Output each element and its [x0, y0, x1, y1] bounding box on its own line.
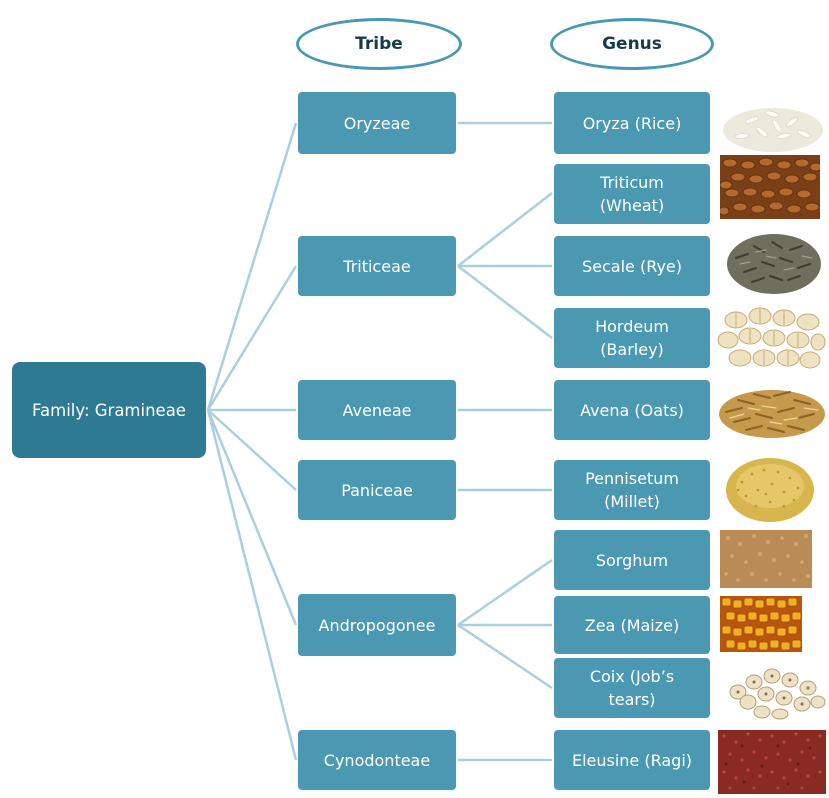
genus-header: Genus: [550, 18, 714, 70]
jobs-tears-grain-icon: [722, 658, 826, 720]
genus-header-label: Genus: [602, 34, 662, 54]
tribe-header-label: Tribe: [355, 34, 403, 54]
genus-node-coix: Coix (Job’s tears): [554, 658, 710, 718]
genus-node-hordeum: Hordeum (Barley): [554, 308, 710, 368]
millet-grain-icon: [722, 452, 818, 524]
tribe-node-andropogonee: Andropogonee: [298, 594, 456, 656]
genus-label-common: tears): [608, 688, 655, 711]
connector-triticeae-triticum: [458, 193, 552, 266]
genus-node-eleusine: Eleusine (Ragi): [554, 730, 710, 790]
family-node: Family: Gramineae: [12, 362, 206, 458]
genus-node-avena: Avena (Oats): [554, 380, 710, 440]
connector-triticeae-hordeum: [458, 266, 552, 338]
genus-label: Avena (Oats): [580, 399, 684, 422]
tribe-node-paniceae: Paniceae: [298, 460, 456, 520]
genus-node-zea: Zea (Maize): [554, 596, 710, 654]
sorghum-grain-icon: [720, 530, 812, 588]
connector-family-triticeae: [208, 266, 296, 410]
maize-grain-icon: [720, 596, 802, 652]
genus-label: Pennisetum: [585, 467, 679, 490]
genus-label-common: (Wheat): [600, 194, 664, 217]
tribe-header: Tribe: [296, 18, 462, 70]
genus-label: Triticum: [600, 171, 664, 194]
rice-grain-icon: [722, 90, 824, 152]
barley-grain-icon: [716, 302, 826, 372]
genus-label: Sorghum: [596, 549, 668, 572]
tribe-label: Aveneae: [343, 399, 412, 422]
connector-family-cynodonteae: [208, 410, 296, 760]
genus-node-pennisetum: Pennisetum (Millet): [554, 460, 710, 520]
genus-label-common: (Barley): [600, 338, 664, 361]
genus-label: Hordeum: [595, 315, 669, 338]
connector-family-paniceae: [208, 410, 296, 490]
genus-label: Coix (Job’s: [590, 665, 674, 688]
tribe-label: Cynodonteae: [324, 749, 430, 772]
wheat-grain-icon: [720, 155, 820, 219]
genus-node-sorghum: Sorghum: [554, 530, 710, 590]
connector-family-andropogonee: [208, 410, 296, 625]
connector-family-oryzeae: [208, 123, 296, 410]
family-label: Family: Gramineae: [32, 399, 186, 422]
tribe-label: Oryzeae: [344, 112, 411, 135]
genus-label: Oryza (Rice): [583, 112, 682, 135]
connector-andropogonee-coix: [458, 625, 552, 688]
genus-label-common: (Millet): [604, 490, 660, 513]
tribe-label: Paniceae: [341, 479, 413, 502]
tribe-label: Triticeae: [343, 255, 410, 278]
genus-node-oryza: Oryza (Rice): [554, 92, 710, 154]
tribe-node-cynodonteae: Cynodonteae: [298, 730, 456, 790]
tribe-node-aveneae: Aveneae: [298, 380, 456, 440]
genus-node-triticum: Triticum (Wheat): [554, 164, 710, 224]
genus-label: Secale (Rye): [582, 255, 682, 278]
rye-grain-icon: [726, 228, 822, 296]
tribe-node-oryzeae: Oryzeae: [298, 92, 456, 154]
connector-andropogonee-sorghum: [458, 560, 552, 625]
genus-label: Eleusine (Ragi): [572, 749, 692, 772]
oats-grain-icon: [718, 378, 826, 440]
ragi-grain-icon: [718, 730, 826, 794]
genus-node-secale: Secale (Rye): [554, 236, 710, 296]
genus-label: Zea (Maize): [585, 614, 679, 637]
tribe-node-triticeae: Triticeae: [298, 236, 456, 296]
tribe-label: Andropogonee: [319, 614, 436, 637]
